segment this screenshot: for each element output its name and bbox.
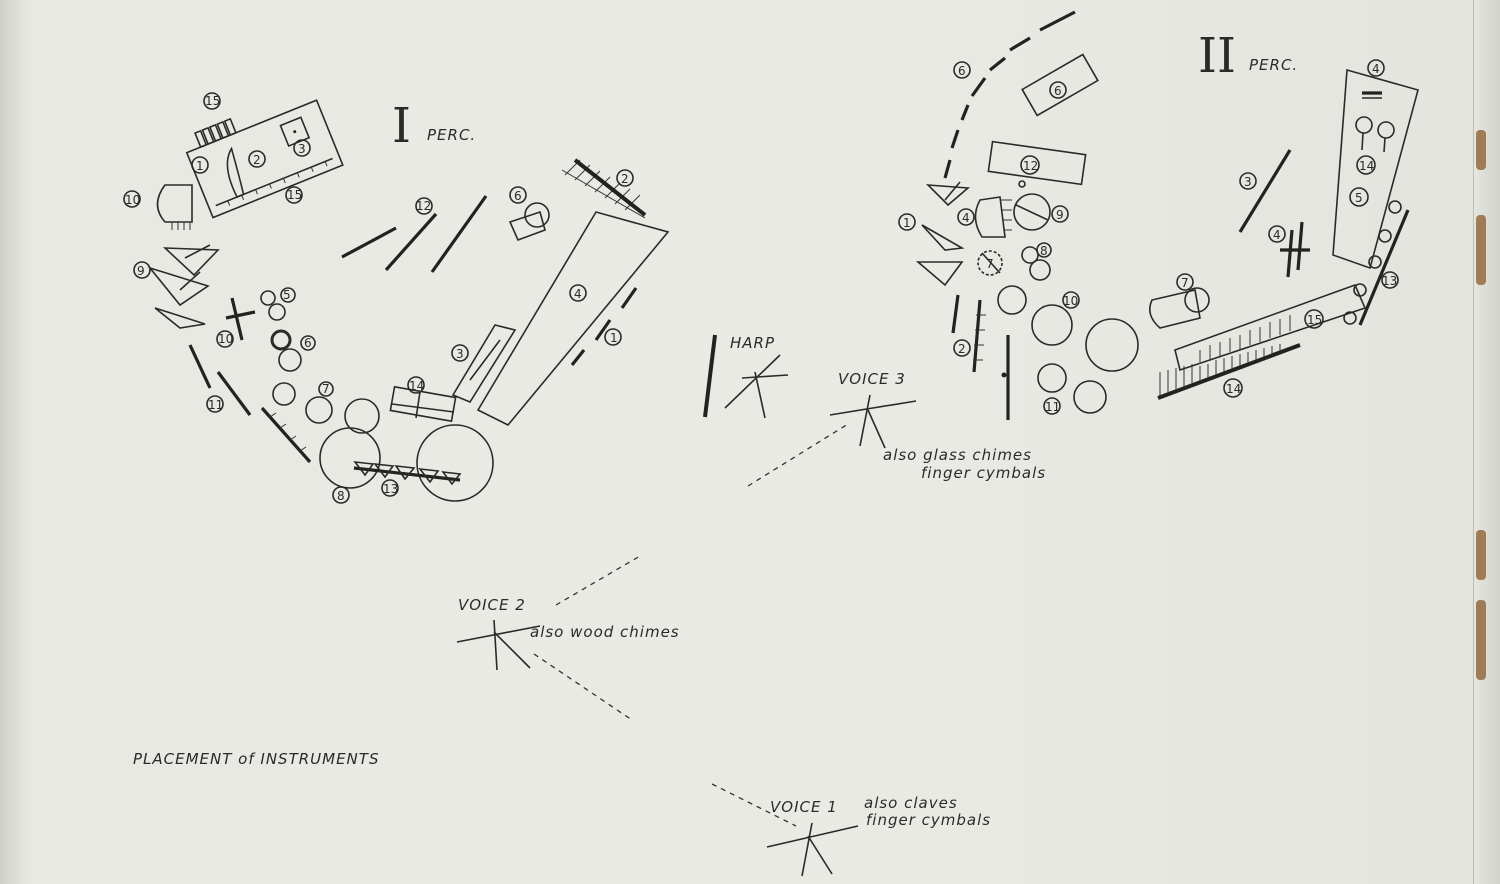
perc1-num: 12	[416, 199, 431, 213]
perc2-num: 5	[1355, 191, 1363, 205]
percussion-2-group: II PERC. 6 6 12	[898, 10, 1419, 420]
perc2-num: 12	[1023, 159, 1038, 173]
perc2-num: 3	[1244, 175, 1252, 189]
perc2-num: 4	[1372, 62, 1380, 76]
perc1-num: 10	[125, 193, 140, 207]
perc2-num: 1	[903, 216, 911, 230]
perc1-num: 7	[322, 382, 330, 396]
perc1-table	[185, 99, 344, 219]
perc2-roman: II	[1198, 28, 1236, 84]
perc1-num: 1	[196, 159, 204, 173]
perc2-num: 14	[1359, 159, 1374, 173]
perc1-num: 2	[621, 172, 629, 186]
voice3-label: VOICE 3	[838, 370, 906, 388]
perc1-num: 1	[610, 331, 618, 345]
voice2-note: also wood chimes	[530, 623, 680, 641]
voice1-label: VOICE 1	[770, 798, 838, 816]
perc1-num: 14	[409, 379, 424, 393]
perc1-num: 9	[137, 264, 145, 278]
perc1-num: 3	[298, 142, 306, 156]
perc1-num: 15	[205, 94, 220, 108]
perc2-num: 7	[986, 257, 994, 271]
voice1-note1: also claves	[864, 794, 958, 812]
perc1-num: 10	[218, 332, 233, 346]
perc2-num: 11	[1045, 400, 1060, 414]
perc1-num: 8	[337, 489, 345, 503]
voice1-note2: finger cymbals	[866, 811, 991, 829]
perc1-num: 11	[208, 398, 223, 412]
perc2-num: 15	[1307, 313, 1322, 327]
perc2-num: 2	[958, 342, 966, 356]
perc2-num: 7	[1181, 276, 1189, 290]
voice-2-group: VOICE 2 also wood chimes	[456, 555, 680, 721]
stain-mark	[1476, 130, 1486, 170]
perc1-num: 15	[287, 188, 302, 202]
perc2-num: 4	[962, 211, 970, 225]
perc1-num: 5	[283, 288, 291, 302]
placement-caption: PLACEMENT of INSTRUMENTS	[133, 750, 379, 768]
voice-1-group: VOICE 1 also claves finger cymbals	[711, 783, 991, 877]
harp-label: HARP	[730, 334, 775, 352]
voice-3-group: VOICE 3 also glass chimes finger cymbals	[747, 370, 1046, 487]
perc2-label: PERC.	[1249, 56, 1298, 74]
voice3-note1: also glass chimes	[883, 446, 1032, 464]
perc2-num: 10	[1063, 294, 1078, 308]
perc1-num: 4	[574, 287, 582, 301]
perc1-num: 6	[514, 189, 522, 203]
perc1-label: PERC.	[427, 126, 476, 144]
perc2-num: 14	[1226, 382, 1241, 396]
perc2-num: 6	[1054, 84, 1062, 98]
perc1-num: 2	[253, 153, 261, 167]
stain-mark	[1476, 600, 1486, 680]
perc1-num: 3	[456, 347, 464, 361]
percussion-1-group: I PERC.	[123, 92, 670, 504]
perc2-num: 6	[958, 64, 966, 78]
voice2-label: VOICE 2	[458, 596, 526, 614]
perc2-num: 13	[1382, 274, 1397, 288]
perc1-roman: I	[392, 98, 411, 154]
perc2-num: 8	[1040, 244, 1048, 258]
perc1-num: 13	[383, 482, 398, 496]
harp-group: HARP	[703, 334, 789, 419]
stain-mark	[1476, 530, 1486, 580]
voice3-note2: finger cymbals	[921, 464, 1046, 482]
perc2-num: 4	[1273, 228, 1281, 242]
perc1-num: 6	[304, 336, 312, 350]
perc2-num: 9	[1056, 208, 1064, 222]
stain-mark	[1476, 215, 1486, 285]
